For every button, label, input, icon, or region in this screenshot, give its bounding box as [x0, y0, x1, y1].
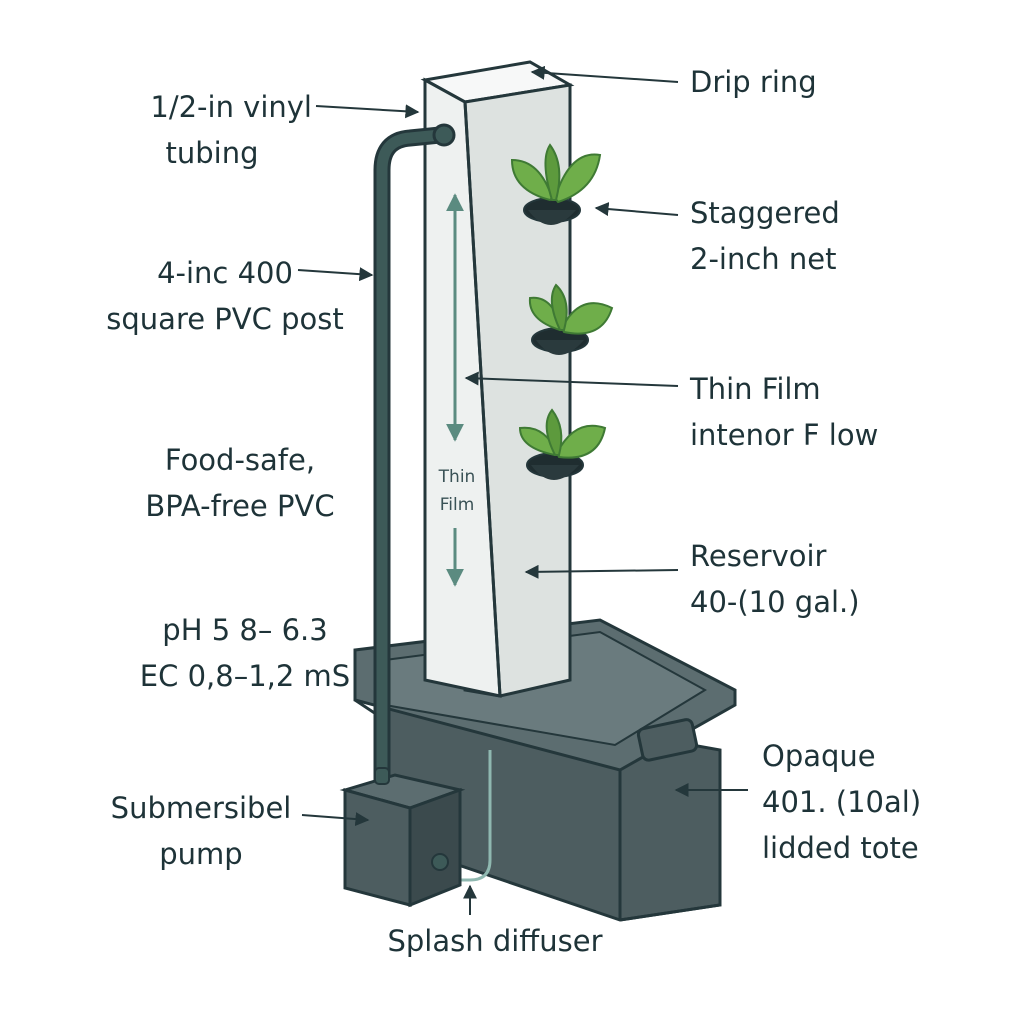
label-staggered-net: Staggered 2-inch net: [690, 190, 840, 282]
label-line: tubing: [165, 136, 259, 170]
label-reservoir: Reservoir 40-(10 gal.): [690, 533, 860, 625]
label-line: 40-(10 gal.): [690, 585, 860, 619]
label-line: intenor F low: [690, 418, 879, 452]
label-line: 4-inc 400: [157, 256, 293, 290]
label-pvc-post: 4-inc 400 square PVC post: [90, 250, 360, 342]
label-line: Staggered: [690, 196, 840, 230]
net-pot-1: [510, 143, 602, 225]
label-line: Opaque: [762, 739, 876, 773]
tube-thin-film-label: Thin Film: [432, 463, 482, 519]
submersible-pump: [339, 767, 466, 908]
label-line: square PVC post: [106, 302, 344, 336]
net-pot-3: [518, 408, 607, 480]
label-thin-film-flow: Thin Film intenor F low: [690, 366, 878, 458]
label-line: Thin Film: [690, 372, 821, 406]
label-pump: Submersibel pump: [96, 785, 306, 877]
label-ph-ec: pH 5 8– 6.3 EC 0,8–1,2 mS: [120, 607, 370, 699]
label-line: BPA-free PVC: [145, 489, 335, 523]
tube-text-line: Film: [439, 495, 475, 515]
label-drip-ring: Drip ring: [690, 59, 817, 105]
label-diffuser: Splash diffuser: [350, 918, 640, 964]
label-line: lidded tote: [762, 831, 919, 865]
net-pot-2: [528, 283, 614, 355]
label-line: Reservoir: [690, 539, 827, 573]
label-line: Food-safe,: [164, 443, 316, 477]
tube-text-line: Thin: [438, 467, 476, 487]
vinyl-tubing: [373, 123, 492, 882]
label-food-safe: Food-safe, BPA-free PVC: [120, 437, 360, 529]
leader-arrows: [297, 65, 748, 915]
label-line: 1/2-in vinyl: [150, 90, 312, 124]
label-vinyl-tubing: 1/2-in vinyl tubing: [112, 84, 312, 176]
label-line: 401. (10al): [762, 785, 922, 819]
label-line: Drip ring: [690, 65, 817, 99]
label-line: pump: [159, 837, 243, 871]
label-line: EC 0,8–1,2 mS: [139, 659, 351, 693]
label-line: 2-inch net: [690, 242, 837, 276]
label-tote: Opaque 401. (10al) lidded tote: [762, 733, 921, 871]
label-line: Splash diffuser: [387, 924, 603, 958]
label-line: pH 5 8– 6.3: [162, 613, 328, 647]
tote-handle: [636, 718, 699, 762]
pvc-post: [420, 60, 575, 698]
label-line: Submersibel: [110, 791, 292, 825]
